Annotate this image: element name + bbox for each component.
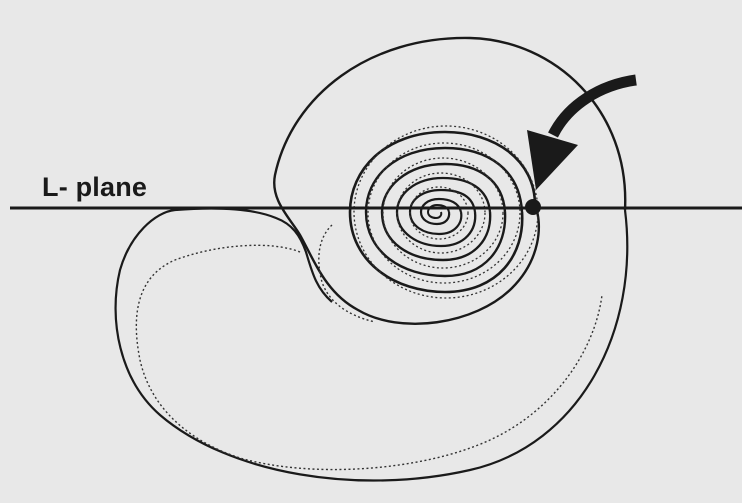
curved-arrow-shaft: [553, 80, 636, 135]
body-whorl-outline: [116, 209, 628, 481]
plane-intersection-point: [525, 199, 541, 215]
columella-dotted-line: [319, 225, 375, 322]
aperture-inner-dotted-line: [136, 245, 602, 469]
l-plane-label: L- plane: [42, 172, 147, 203]
curved-arrow-head: [527, 130, 578, 190]
outer-whorl-outline: [274, 38, 625, 324]
